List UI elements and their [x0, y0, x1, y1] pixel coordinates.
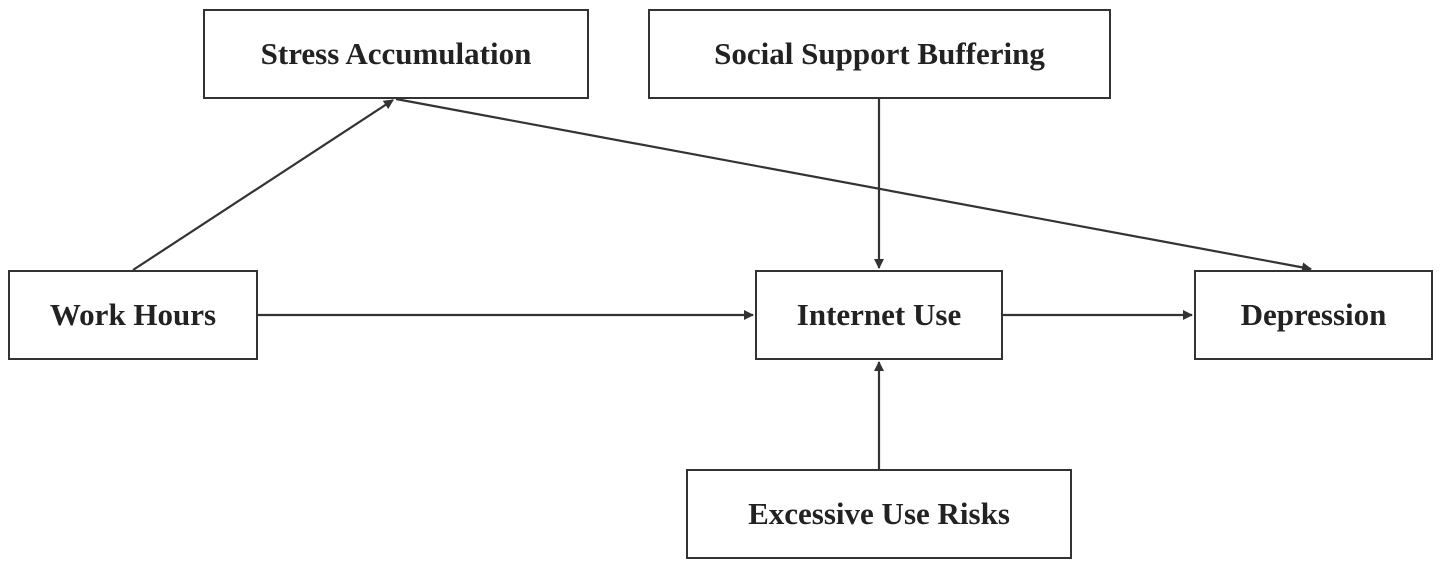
node-social-support-buffering: Social Support Buffering [648, 9, 1111, 99]
node-stress-accumulation: Stress Accumulation [203, 9, 589, 99]
node-work-hours: Work Hours [8, 270, 258, 360]
node-label-internet-use: Internet Use [796, 297, 962, 332]
node-label-work-hours: Work Hours [49, 297, 217, 332]
edge-work-hours-to-stress-accumulation [132, 99, 394, 271]
node-internet-use: Internet Use [755, 270, 1003, 360]
node-label-social-support-buffering: Social Support Buffering [714, 36, 1045, 71]
edge-stress-accumulation-to-depression [395, 97, 1312, 273]
node-label-excessive-use-risks: Excessive Use Risks [748, 496, 1010, 531]
node-label-depression: Depression [1240, 297, 1387, 332]
node-label-stress-accumulation: Stress Accumulation [260, 36, 532, 71]
node-depression: Depression [1194, 270, 1433, 360]
node-excessive-use-risks: Excessive Use Risks [686, 469, 1072, 559]
